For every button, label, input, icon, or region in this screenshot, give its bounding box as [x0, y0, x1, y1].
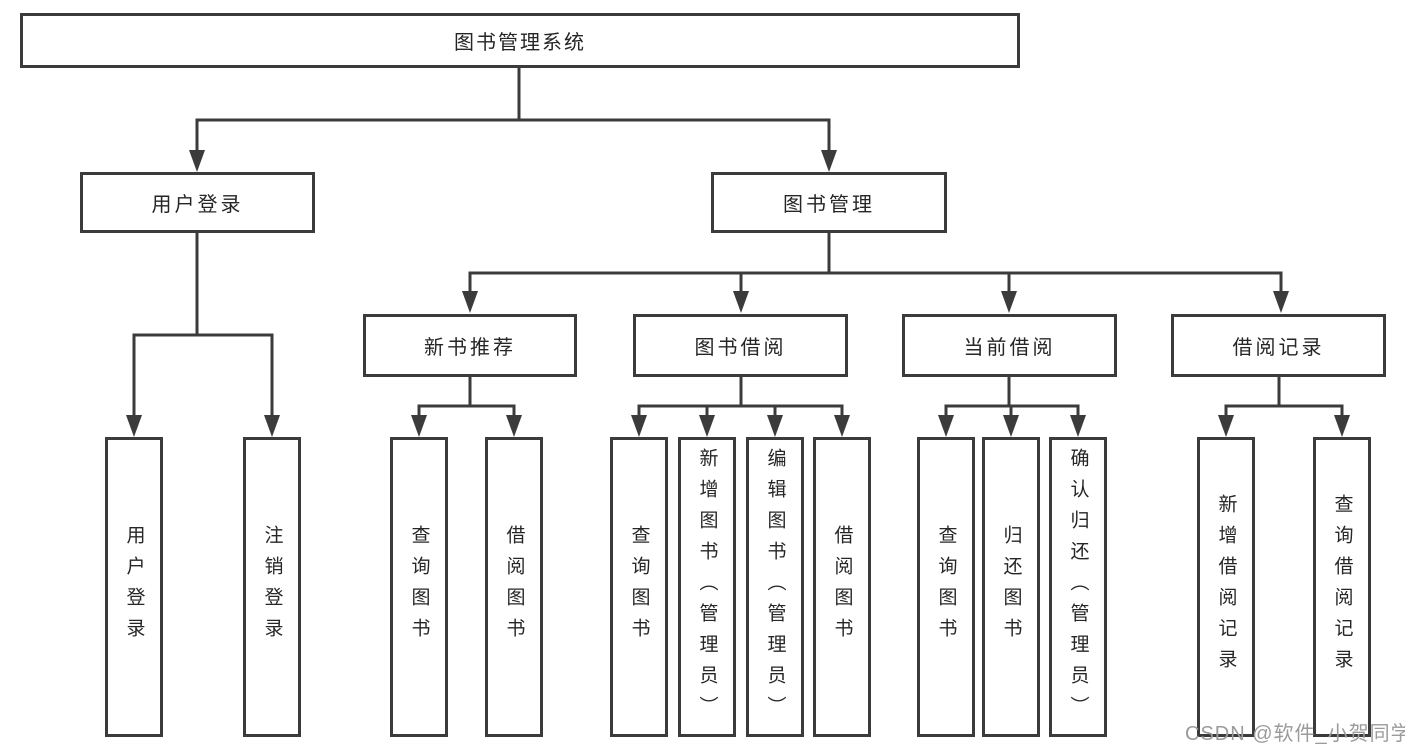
leaf-return-books: 归还图书: [982, 437, 1040, 737]
leaf-query-books-borrowing-label: 查询图书: [628, 525, 650, 649]
leaf-add-books-admin-label: 新增图书（管理员）: [696, 447, 718, 727]
node-book-management: 图书管理: [711, 172, 947, 233]
node-new-book-recommend: 新书推荐: [363, 314, 577, 377]
leaf-query-books-current-label: 查询图书: [935, 525, 957, 649]
leaf-edit-books-admin: 编辑图书（管理员）: [746, 437, 804, 737]
node-borrowing-records: 借阅记录: [1171, 314, 1386, 377]
leaf-query-books-borrowing: 查询图书: [610, 437, 668, 737]
leaf-add-borrow-record-label: 新增借阅记录: [1215, 494, 1237, 680]
leaf-user-login-label: 用户登录: [123, 525, 145, 649]
leaf-edit-books-admin-label: 编辑图书（管理员）: [764, 447, 786, 727]
leaf-confirm-return-admin-label: 确认归还（管理员）: [1067, 447, 1089, 727]
leaf-user-login: 用户登录: [105, 437, 163, 737]
leaf-query-books-recommend: 查询图书: [390, 437, 448, 737]
leaf-logout: 注销登录: [243, 437, 301, 737]
leaf-query-books-recommend-label: 查询图书: [408, 525, 430, 649]
leaf-borrow-books: 借阅图书: [813, 437, 871, 737]
leaf-query-borrow-record: 查询借阅记录: [1313, 437, 1371, 737]
leaf-confirm-return-admin: 确认归还（管理员）: [1049, 437, 1107, 737]
node-user-login: 用户登录: [80, 172, 315, 233]
leaf-borrow-books-recommend: 借阅图书: [485, 437, 543, 737]
leaf-query-borrow-record-label: 查询借阅记录: [1331, 494, 1353, 680]
leaf-borrow-books-recommend-label: 借阅图书: [503, 525, 525, 649]
csdn-watermark: CSDN @软件_小贺同学: [1185, 723, 1405, 745]
node-book-borrowing: 图书借阅: [633, 314, 848, 377]
node-current-borrowing: 当前借阅: [902, 314, 1117, 377]
leaf-add-books-admin: 新增图书（管理员）: [678, 437, 736, 737]
leaf-query-books-current: 查询图书: [917, 437, 975, 737]
leaf-logout-label: 注销登录: [261, 525, 283, 649]
leaf-borrow-books-label: 借阅图书: [831, 525, 853, 649]
node-library-management-system: 图书管理系统: [20, 13, 1020, 68]
leaf-add-borrow-record: 新增借阅记录: [1197, 437, 1255, 737]
leaf-return-books-label: 归还图书: [1000, 525, 1022, 649]
